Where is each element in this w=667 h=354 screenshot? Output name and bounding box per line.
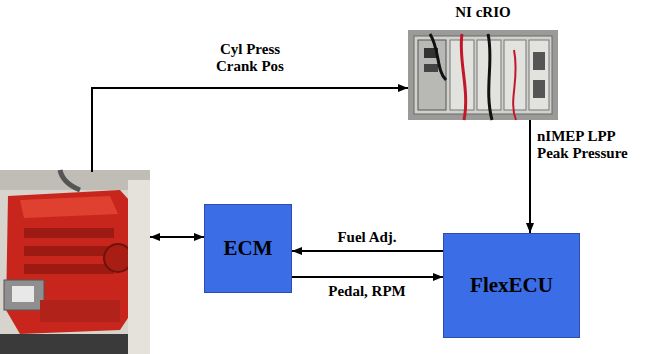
box-label: FlexECU (470, 273, 553, 297)
signal-arrow (292, 250, 443, 252)
device-photo-box: NI cRIO (398, 4, 568, 120)
engine-ecm-link (150, 236, 204, 238)
engine-photo (0, 170, 150, 354)
signal-label: nIMEP LPP Peak Pressure (537, 128, 637, 163)
signal-label: Pedal, RPM (302, 283, 432, 300)
signal-label: Cyl Press Crank Pos (208, 41, 293, 76)
process-box: ECM (204, 204, 292, 293)
signal-arrow (529, 120, 531, 233)
signal-label: Fuel Adj. (302, 229, 432, 246)
sensor-wire (92, 88, 408, 172)
signal-arrow (292, 276, 443, 278)
process-box: FlexECU (443, 233, 580, 338)
box-label: ECM (224, 236, 273, 260)
device-heading: NI cRIO (398, 4, 568, 21)
crio-photo (408, 30, 558, 120)
